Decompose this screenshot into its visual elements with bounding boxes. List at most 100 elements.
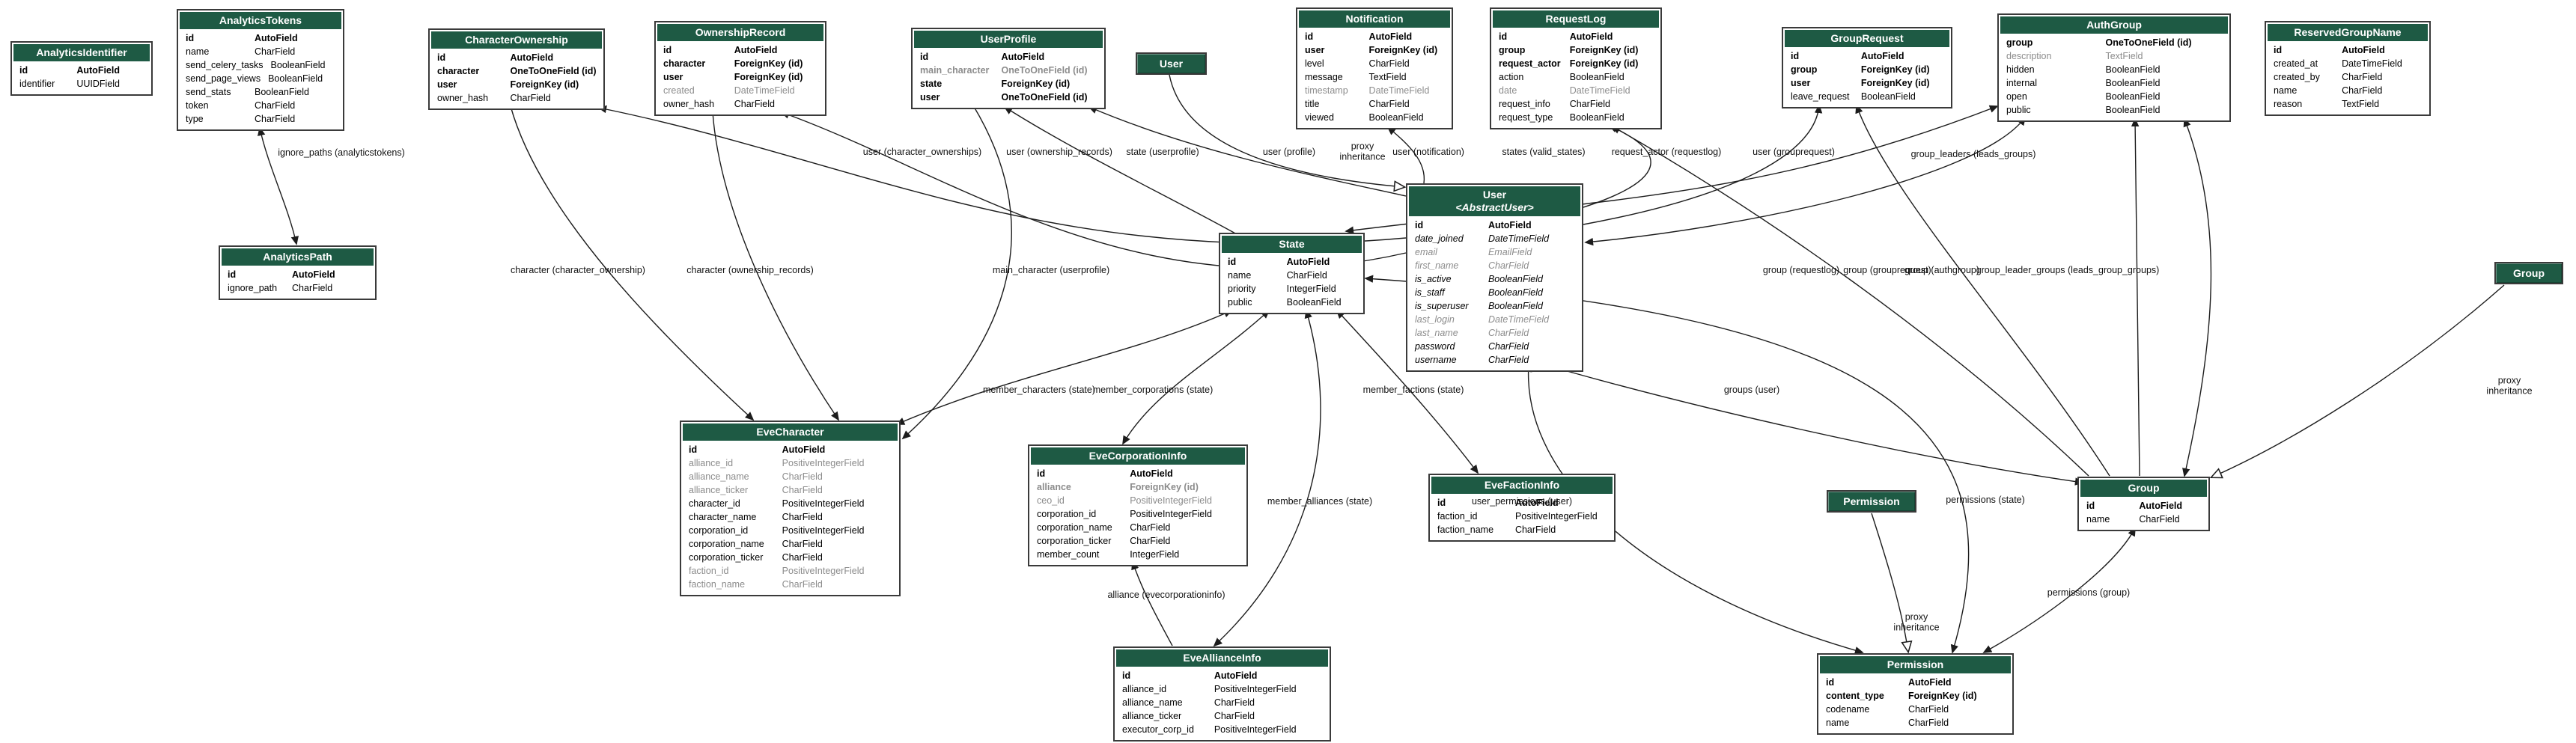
field-type: IntegerField: [1130, 548, 1180, 560]
edge-label: user (notification): [1392, 146, 1464, 157]
field-type: CharField: [255, 100, 296, 111]
edge-label: permissions (group): [2047, 587, 2131, 598]
field-name: alliance_id: [1122, 683, 1167, 694]
relationship-edge: [2131, 117, 2140, 477]
table-title: RequestLog: [1545, 13, 1607, 25]
field-type: AutoField: [1488, 219, 1532, 230]
edge-label: proxy inheritance: [2486, 375, 2533, 397]
field-type: CharField: [1286, 269, 1327, 281]
field-name: identifier: [19, 78, 55, 89]
relationship-edge: [1580, 125, 1651, 209]
field-name: content_type: [1826, 690, 1884, 701]
field-name: id: [1437, 497, 1446, 508]
table-header: GroupRequest: [1785, 30, 1949, 47]
field-type: CharField: [782, 511, 823, 522]
edge-label: character (character_ownership): [511, 264, 645, 275]
field-name: id: [689, 444, 698, 455]
field-name: corporation_id: [1037, 508, 1097, 519]
field-name: group: [1499, 44, 1526, 55]
field-type: BooleanField: [2105, 64, 2161, 75]
relationship-edge: [2211, 284, 2505, 477]
relationship-edge: [1611, 126, 2089, 477]
field-name: is_staff: [1415, 287, 1445, 298]
edge-label: user_permissions (user): [1471, 495, 1573, 507]
field-name: id: [2274, 44, 2283, 55]
field-name: description: [2006, 50, 2052, 61]
field-type: BooleanField: [1368, 111, 1424, 123]
field-name: message: [1305, 71, 1343, 82]
field-type: BooleanField: [268, 73, 323, 84]
table-header: Permission: [1820, 656, 2011, 673]
field-name: alliance_name: [689, 471, 749, 482]
field-row: group ForeignKey (id): [1493, 43, 1659, 57]
edge-label: member_characters (state): [982, 384, 1096, 395]
field-name: faction_id: [689, 565, 729, 576]
table-header: AuthGroup: [2000, 16, 2228, 34]
field-type: PositiveIntegerField: [1130, 495, 1212, 506]
edge-label: state (userprofile): [1126, 146, 1199, 157]
field-name: date: [1499, 85, 1517, 96]
field-name: corporation_ticker: [1037, 535, 1112, 546]
field-type: ForeignKey (id): [1569, 44, 1639, 55]
table-header: State: [1222, 236, 1362, 253]
field-type: CharField: [782, 471, 823, 482]
table-title: Notification: [1345, 13, 1404, 25]
edge-label: user (grouprequest): [1753, 146, 1835, 157]
field-type: CharField: [782, 578, 823, 590]
field-type: CharField: [1488, 327, 1529, 338]
field-type: OneToOneField (id): [510, 65, 597, 76]
relationship-edge: [597, 105, 1407, 245]
field-name: executor_corp_id: [1122, 724, 1194, 735]
field-name: user: [1305, 44, 1325, 55]
table-header: AnalyticsPath: [222, 248, 374, 266]
field-name: faction_name: [1437, 524, 1494, 535]
edge-label: user (ownership_records): [1006, 146, 1112, 157]
stub-group-proxy: Group: [2494, 262, 2563, 284]
field-name: request_info: [1499, 98, 1550, 109]
table-title: AuthGroup: [2086, 19, 2142, 31]
relationship-edge: [1584, 116, 2027, 246]
table-title: AnalyticsTokens: [219, 14, 302, 26]
field-type: OneToOneField (id): [1001, 64, 1088, 76]
field-name: name: [2086, 513, 2110, 525]
relationship-edge: [1871, 513, 1908, 652]
field-type: UUIDField: [76, 78, 121, 89]
table-subtitle: <AbstractUser>: [1455, 201, 1534, 213]
field-type: AutoField: [76, 64, 120, 76]
field-name: email: [1415, 246, 1437, 257]
field-type: ForeignKey (id): [734, 58, 803, 69]
relationship-edge: [510, 106, 755, 421]
relationship-edge: [1213, 309, 1321, 647]
table-header: EveAllianceInfo: [1116, 649, 1328, 667]
table-title: Permission: [1887, 658, 1944, 670]
field-name: id: [663, 44, 672, 55]
field-name: hidden: [2006, 64, 2035, 75]
field-name: is_superuser: [1415, 300, 1469, 311]
